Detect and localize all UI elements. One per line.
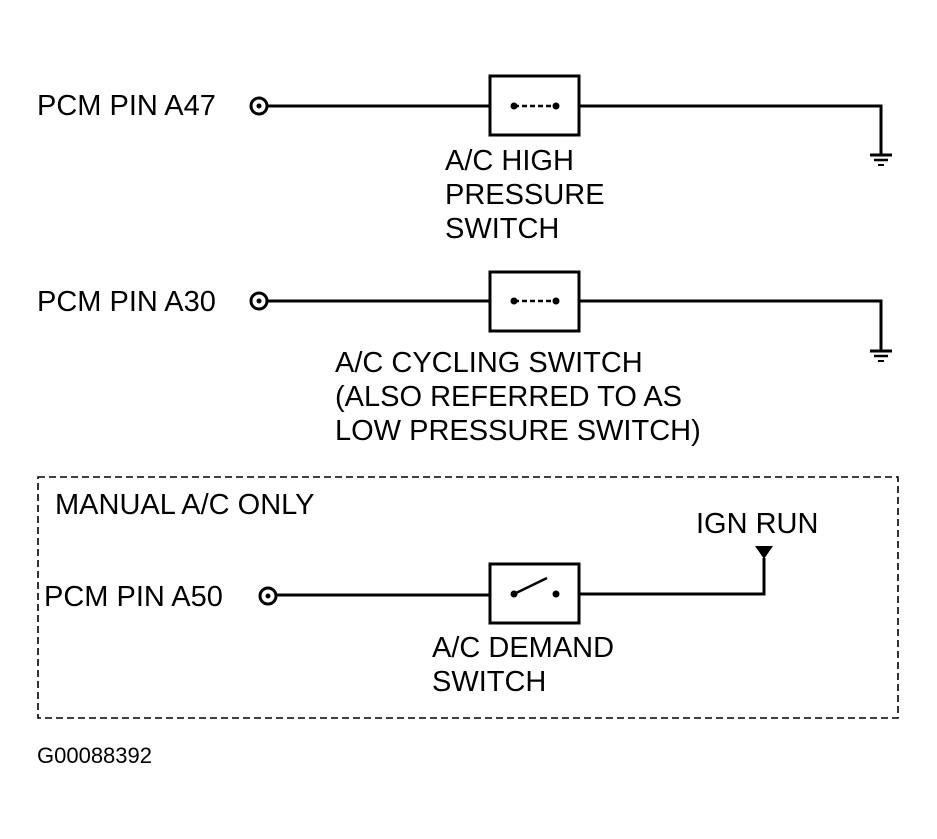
ground-icon	[870, 349, 892, 362]
connector-pin-icon	[249, 96, 269, 116]
supply-label: IGN RUN	[696, 508, 818, 540]
wire-segment	[579, 104, 883, 155]
circuit-demand-group: MANUAL A/C ONLY PCM PIN A50 IGN RUN A/C …	[37, 476, 899, 719]
switch-label-line: PRESSURE	[445, 179, 605, 211]
switch-label-line: LOW PRESSURE SWITCH)	[335, 415, 701, 447]
closed-switch-icon	[510, 102, 560, 110]
open-switch-icon	[510, 576, 560, 598]
circuit-cycling: PCM PIN A30 A/C CYCLING SWITCH (ALSO REF…	[37, 270, 892, 447]
circuit-high-pressure: PCM PIN A47 A/C HIGH PRESSURE SWITCH	[37, 74, 892, 245]
switch-box	[488, 562, 581, 625]
connector-pin-icon	[249, 291, 269, 311]
power-supply-arrow-icon	[755, 546, 773, 559]
connector-pin-icon	[258, 586, 278, 606]
wire-segment	[579, 558, 766, 596]
pin-label-a50: PCM PIN A50	[44, 581, 223, 613]
switch-label-line: SWITCH	[445, 213, 559, 245]
switch-label-line: A/C DEMAND	[432, 632, 614, 664]
group-label: MANUAL A/C ONLY	[55, 489, 314, 521]
pin-label-a47: PCM PIN A47	[37, 90, 216, 122]
switch-label-line: A/C CYCLING SWITCH	[335, 347, 643, 379]
manual-ac-dashed-border	[37, 476, 899, 719]
switch-label-line: SWITCH	[432, 666, 546, 698]
pin-label-a30: PCM PIN A30	[37, 286, 216, 318]
switch-label-line: (ALSO REFERRED TO AS	[335, 381, 682, 413]
wire-segment	[579, 299, 883, 351]
closed-switch-icon	[510, 297, 560, 305]
ground-icon	[870, 153, 892, 166]
switch-label-line: A/C HIGH	[445, 145, 574, 177]
figure-id: G00088392	[37, 743, 152, 768]
